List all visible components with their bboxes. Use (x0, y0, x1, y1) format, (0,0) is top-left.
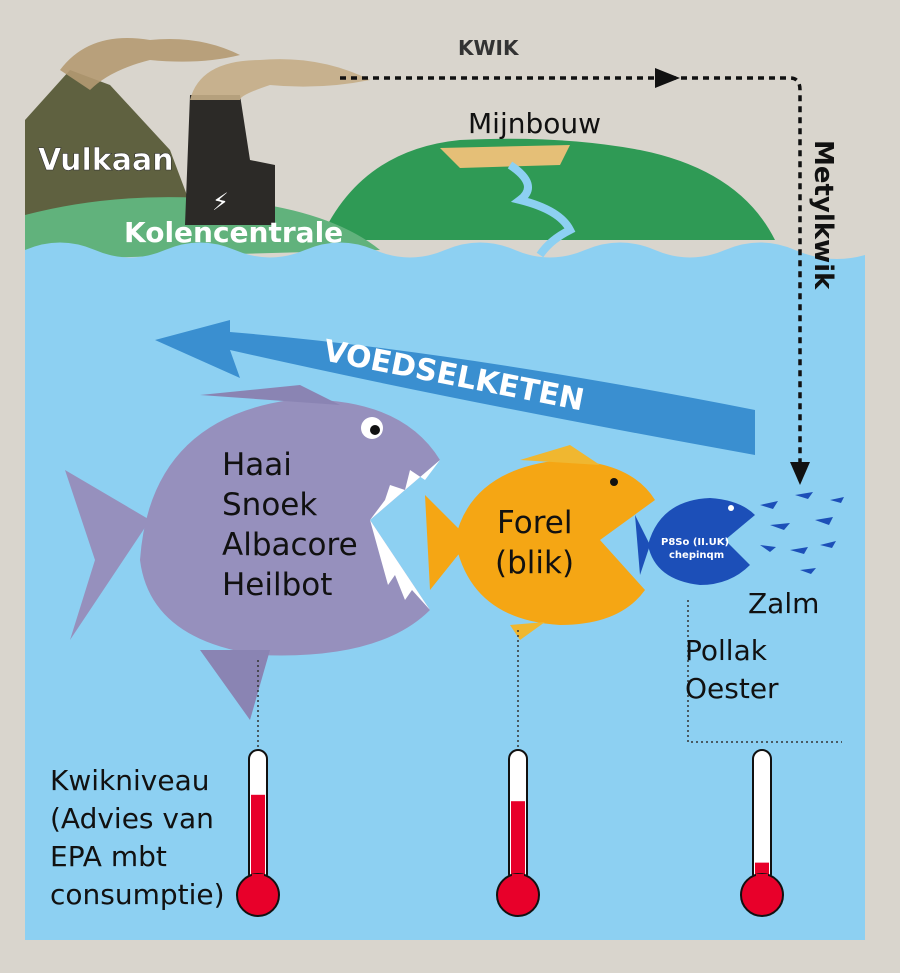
smoke-plant (190, 59, 370, 100)
small-species-1: Zalm (748, 587, 819, 620)
large-fish-species-3: Albacore (222, 527, 358, 563)
legend-line-2: (Advies van (50, 802, 214, 835)
lightning-icon: ⚡ (212, 188, 229, 216)
hill-front (25, 197, 380, 260)
hill-mining (320, 138, 775, 240)
large-fish-species-4: Heilbot (222, 567, 332, 603)
arrow-head-down (790, 462, 810, 485)
legend-line-1: Kwikniveau (50, 764, 209, 797)
medium-fish-species: Forel (497, 505, 572, 541)
volcano (25, 70, 200, 230)
small-fish-label-2: chepinqm (669, 550, 724, 561)
plankton-school (760, 492, 844, 574)
mercury-path (340, 76, 802, 470)
label-coal-plant: Kolencentrale (124, 216, 343, 249)
small-fish (635, 498, 755, 585)
medium-fish (425, 445, 655, 640)
thermometer-large-fish-neck (252, 874, 264, 886)
large-fish-species-1: Haai (222, 447, 292, 483)
label-volcano: Vulkaan (38, 143, 174, 178)
label-mining: Mijnbouw (468, 107, 601, 140)
large-fish-species-2: Snoek (222, 487, 317, 523)
thermometer-medium-fish-neck (512, 874, 524, 886)
food-chain-arrow (155, 320, 755, 455)
small-fish-label-1: P8So (II.UK) (661, 537, 729, 548)
medium-fish-note: (blik) (495, 545, 574, 581)
label-methylmercury: Metylkwik (808, 140, 838, 290)
leader-small (687, 600, 842, 743)
small-species-3: Oester (685, 672, 779, 705)
coal-plant (185, 95, 275, 225)
thermometer-medium-fish-level (511, 801, 525, 883)
label-mercury: KWIK (458, 36, 520, 60)
thermometer-large-fish-level (251, 794, 265, 883)
smoke-volcano (60, 38, 240, 90)
mine-terraces (440, 145, 570, 168)
legend-line-4: consumptie) (50, 878, 225, 911)
thermometers (236, 749, 784, 917)
arrow-head-right (655, 68, 680, 88)
thermometer-small-fish-neck (756, 874, 768, 886)
legend-line-3: EPA mbt (50, 840, 167, 873)
river (507, 161, 576, 258)
small-species-2: Pollak (685, 634, 768, 667)
large-fish (65, 385, 440, 720)
